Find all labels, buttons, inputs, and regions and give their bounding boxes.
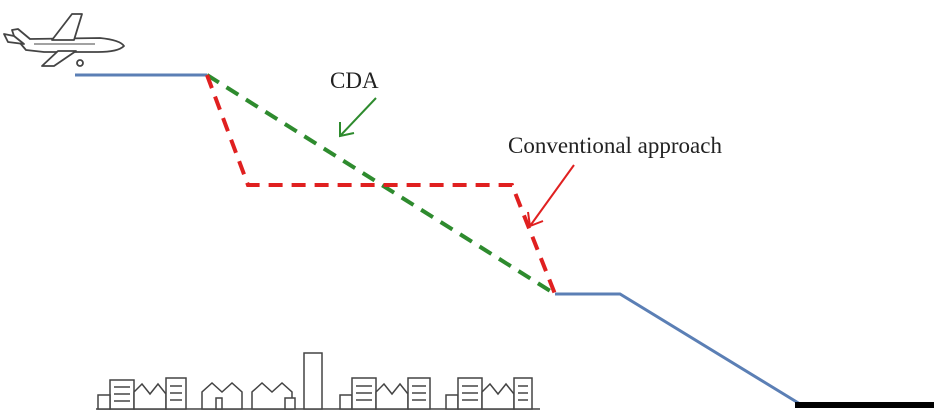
city-skyline-icon: [96, 352, 540, 410]
conventional-path: [205, 74, 557, 295]
conventional-label: Conventional approach: [508, 133, 722, 158]
cda-arrow: [339, 97, 377, 138]
conventional-arrow: [527, 164, 575, 228]
airplane-icon: [3, 13, 125, 67]
final-approach-segment: [555, 292, 801, 406]
cda-label: CDA: [330, 68, 379, 93]
